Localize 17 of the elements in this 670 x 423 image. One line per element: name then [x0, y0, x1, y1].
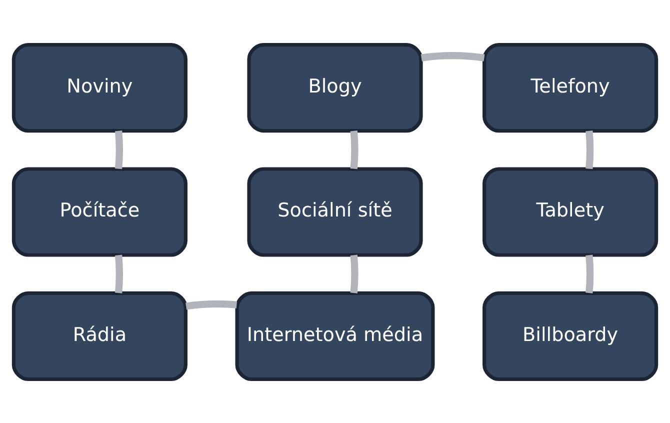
node-box: Internetová média [235, 290, 435, 381]
connector [420, 51, 485, 61]
node-box: Blogy [247, 42, 423, 132]
node-box: Billboardy [482, 290, 658, 381]
node-box: Noviny [12, 42, 188, 132]
connector [186, 300, 237, 310]
node-box: Rádia [12, 290, 188, 381]
node-box: Sociální sítě [247, 166, 423, 256]
node-box: Počítače [12, 166, 188, 256]
connector [350, 254, 358, 293]
connector [350, 130, 358, 169]
connector [114, 130, 123, 169]
connector [586, 130, 594, 169]
connector [586, 254, 594, 293]
node-box: Tablety [482, 166, 658, 256]
connector [114, 254, 123, 293]
node-box: Telefony [482, 42, 658, 132]
